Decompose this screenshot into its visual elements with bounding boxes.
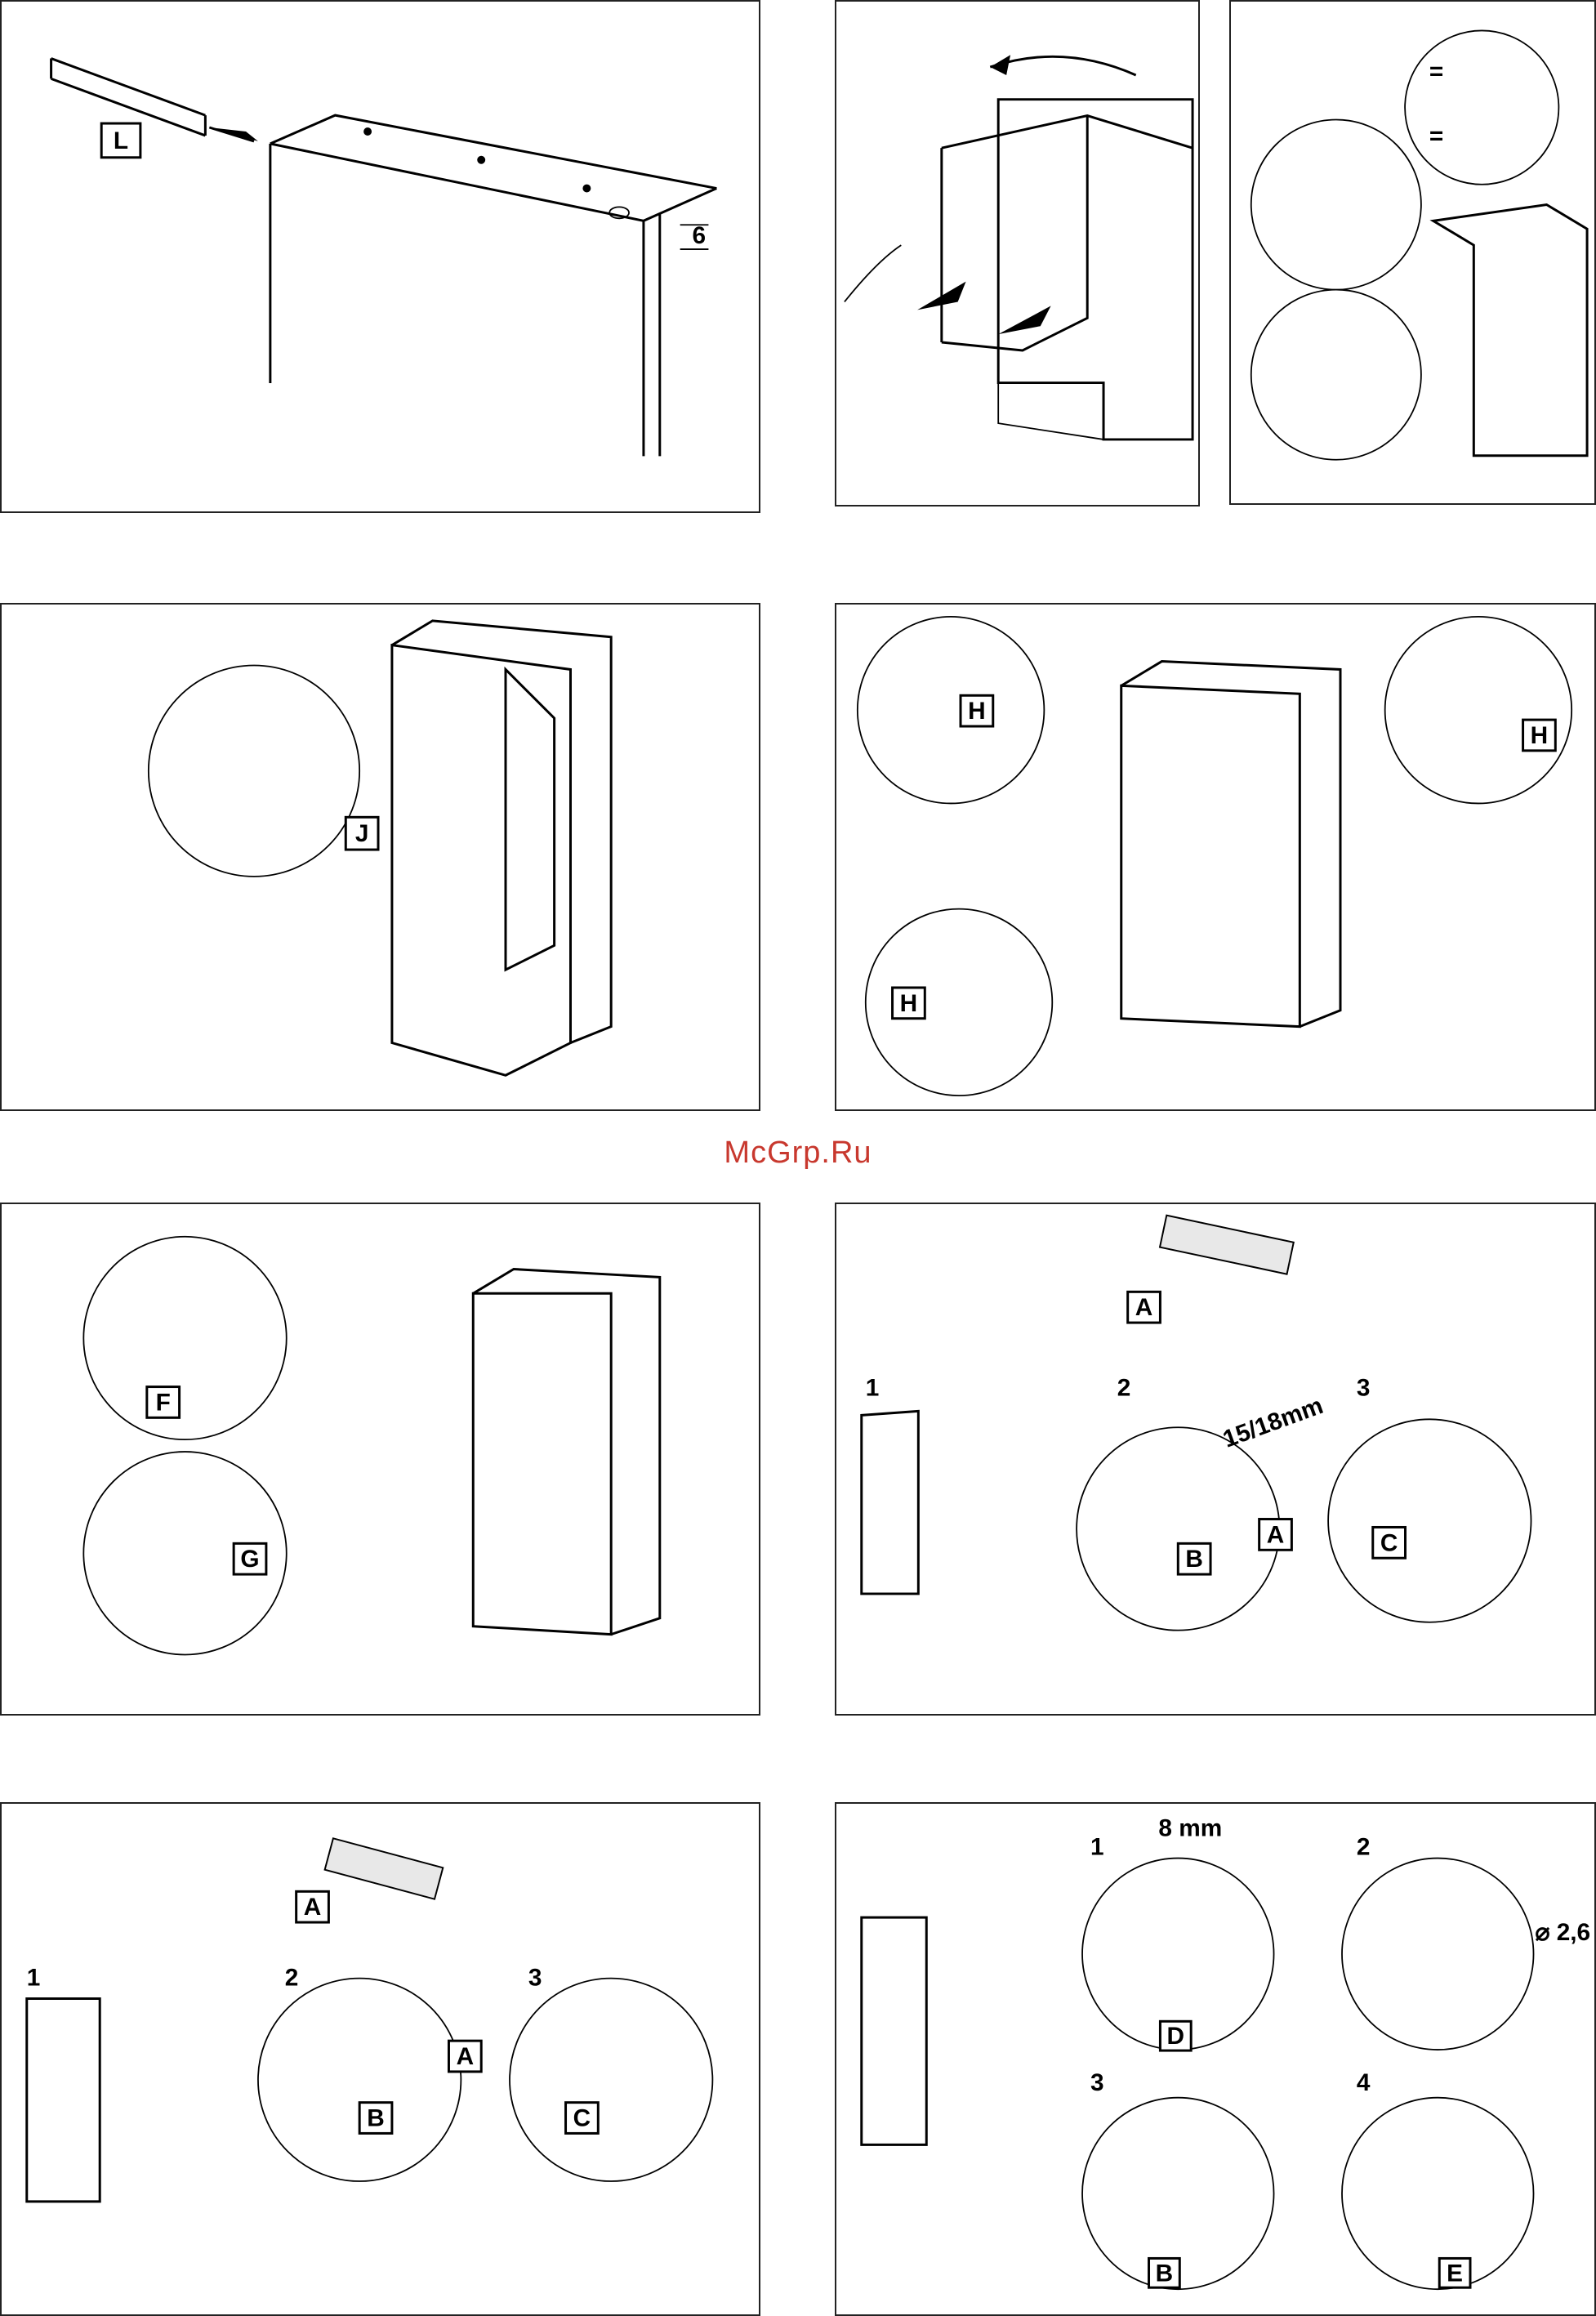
- step-2: 2: [1117, 1374, 1131, 1401]
- step-3: 3: [1357, 1374, 1371, 1401]
- panel-screws-h: H H H: [835, 603, 1596, 1111]
- label-g: G: [240, 1546, 259, 1573]
- label-a-top: A: [1135, 1294, 1153, 1321]
- label-e: E: [1447, 2260, 1463, 2287]
- step-1: 1: [1090, 1834, 1104, 1861]
- step-1: 1: [866, 1374, 880, 1401]
- label-b: B: [1185, 1546, 1203, 1573]
- label-b: B: [367, 2104, 385, 2131]
- panel-door-bracket-2: 1 2 3 A A B C: [0, 1802, 760, 2316]
- label-h-bottom: H: [900, 990, 918, 1017]
- svg-text:=: =: [1429, 123, 1443, 149]
- diameter-2-6: ⌀ 2,6: [1535, 1919, 1590, 1946]
- dimension-15-18mm: 15/18mm: [1219, 1392, 1326, 1453]
- dimension-8mm: 8 mm: [1158, 1815, 1222, 1842]
- step-2: 2: [1357, 1834, 1371, 1861]
- label-d: D: [1167, 2023, 1185, 2050]
- panel-insert-appliance: [835, 0, 1200, 506]
- label-a-top: A: [304, 1894, 322, 1921]
- dimension-6: 6: [693, 222, 707, 249]
- panel-door-bracket-1: 1 2 3 A B A C 15/18mm: [835, 1203, 1596, 1716]
- label-j: J: [355, 820, 369, 847]
- panel-hinge-steps: 1 2 3 4 8 mm ⌀ 2,6 D B E: [835, 1802, 1596, 2316]
- step-3: 3: [1090, 2069, 1104, 2096]
- step-1: 1: [27, 1965, 41, 1992]
- step-3: 3: [528, 1965, 542, 1992]
- label-c: C: [573, 2104, 591, 2131]
- label-h-top-left: H: [968, 698, 986, 725]
- svg-text:=: =: [1429, 58, 1443, 85]
- step-2: 2: [285, 1965, 299, 1992]
- watermark: McGrp.Ru: [0, 1136, 1596, 1171]
- label-a: A: [457, 2043, 475, 2070]
- panel-cover-strip: L 6: [0, 0, 760, 513]
- panel-hinge-cover-j: J: [0, 603, 760, 1111]
- panel-covers-f-g: F G: [0, 1203, 760, 1716]
- label-l: L: [114, 127, 128, 154]
- label-f: F: [156, 1389, 171, 1416]
- panel-alignment-check: = =: [1229, 0, 1596, 505]
- step-4: 4: [1357, 2069, 1371, 2096]
- label-c: C: [1380, 1529, 1398, 1556]
- label-a: A: [1267, 1521, 1285, 1548]
- label-h-right: H: [1531, 722, 1549, 749]
- label-b: B: [1156, 2260, 1174, 2287]
